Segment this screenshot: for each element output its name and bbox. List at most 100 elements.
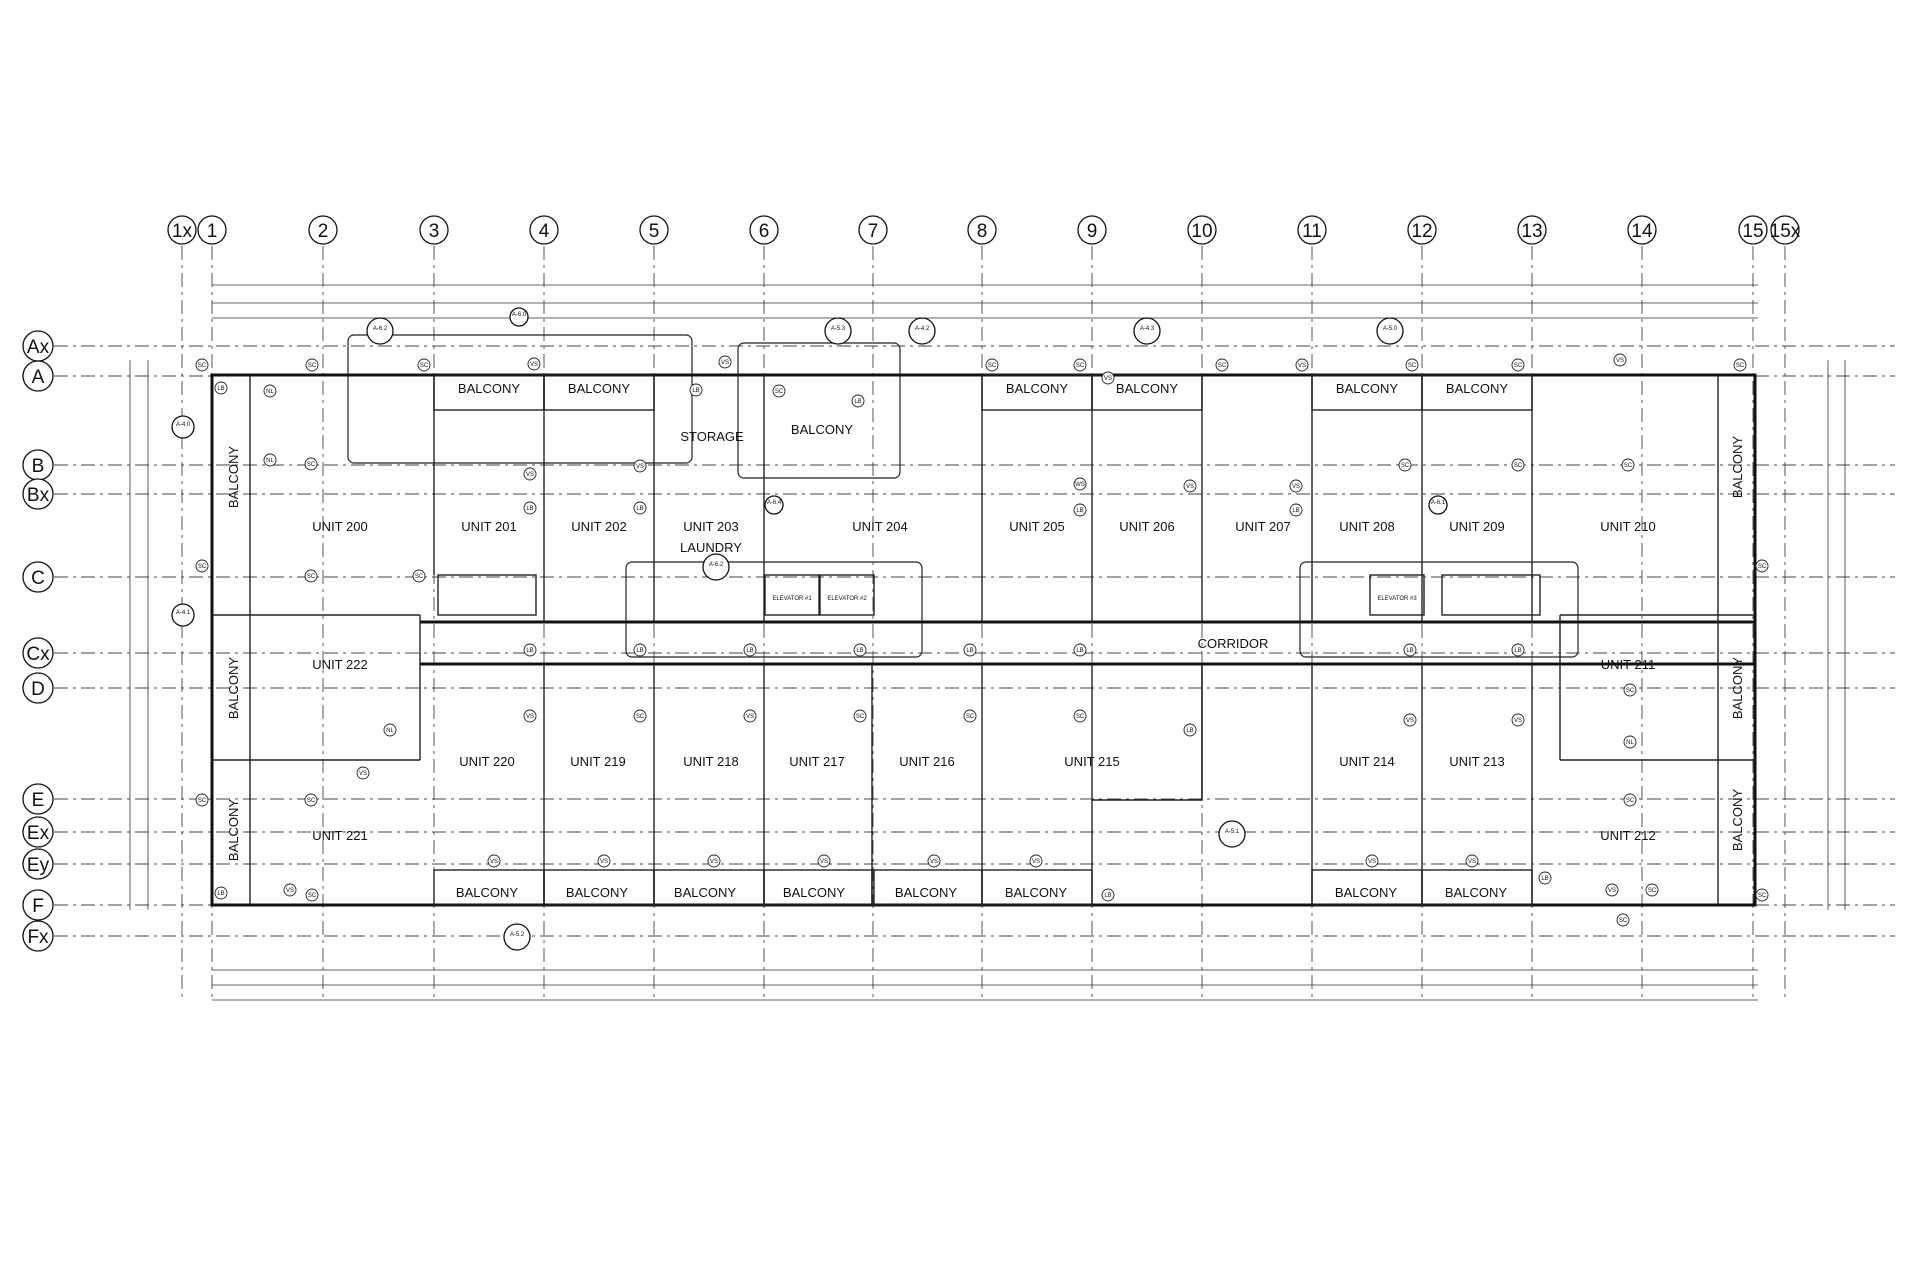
room-label: CORRIDOR <box>1198 636 1269 651</box>
grid-bubble-14: 14 <box>1627 215 1657 245</box>
grid-label: 10 <box>1191 221 1212 242</box>
fixture-tag: LB <box>963 643 977 657</box>
fixture-tag-code: SC <box>1408 363 1417 369</box>
room-label: UNIT 206 <box>1119 519 1174 534</box>
section-marker-label: A-4.1 <box>176 610 191 616</box>
section-marker-label: A-6.1 <box>1431 500 1446 506</box>
room-label: UNIT 221 <box>312 828 367 843</box>
grid-bubble-Ey: Ey <box>22 848 54 880</box>
grid-bubble-E: E <box>22 783 54 815</box>
fixture-tag-code: LB <box>692 388 699 394</box>
grid-label: Cx <box>26 644 50 665</box>
grid-label: 7 <box>868 221 879 242</box>
fixture-tag-code: SC <box>636 714 645 720</box>
fixture-tag: LB <box>1511 643 1525 657</box>
fixture-tag-code: VS <box>820 859 828 865</box>
section-marker: A-6.0 <box>509 307 529 327</box>
fixture-tag: VS <box>1465 854 1479 868</box>
room-label: BALCONY <box>458 381 520 396</box>
room-label: UNIT 212 <box>1600 828 1655 843</box>
fixture-tag: SC <box>1623 683 1637 697</box>
grid-bubble-Ex: Ex <box>22 816 54 848</box>
room-label: UNIT 216 <box>899 754 954 769</box>
fixture-tag-code: SC <box>198 363 207 369</box>
fixture-tag: LB <box>1183 723 1197 737</box>
fixture-tag: LB <box>633 501 647 515</box>
fixture-tag-code: SC <box>307 462 316 468</box>
wall-outlines <box>210 334 1757 907</box>
section-marker: A-6.4 <box>764 495 784 515</box>
room-label: UNIT 205 <box>1009 519 1064 534</box>
grid-label: Ey <box>27 855 50 876</box>
fixture-tag: VS <box>707 854 721 868</box>
room-label: BALCONY <box>1730 436 1745 498</box>
room-label: BALCONY <box>1730 657 1745 719</box>
section-marker: A-6.2 <box>702 553 730 581</box>
fixture-tag-code: VS <box>359 771 367 777</box>
room-label: BALCONY <box>783 885 845 900</box>
fixture-tag: VS <box>1605 883 1619 897</box>
fixture-tag: LB <box>1073 503 1087 517</box>
fixture-tag-code: VS <box>1298 363 1306 369</box>
room-label: BALCONY <box>1005 885 1067 900</box>
room-label: BALCONY <box>226 657 241 719</box>
grid-bubble-8: 8 <box>967 215 997 245</box>
grid-bubble-Cx: Cx <box>22 637 54 669</box>
room-label: BALCONY <box>791 422 853 437</box>
room-label: BALCONY <box>1445 885 1507 900</box>
elevator-label: ELEVATOR #2 <box>827 596 867 602</box>
fixture-tag: SC <box>417 358 431 372</box>
fixture-tag: SC <box>1616 913 1630 927</box>
section-marker-label: A-4.3 <box>1140 326 1155 332</box>
room-label: UNIT 213 <box>1449 754 1504 769</box>
fixture-tag: SC <box>195 559 209 573</box>
room-label: UNIT 214 <box>1339 754 1394 769</box>
section-marker-label: A-4.2 <box>915 326 930 332</box>
grid-bubble-Ax: Ax <box>22 330 54 362</box>
fixture-tag-code: SC <box>775 389 784 395</box>
fixture-tag: VS <box>356 766 370 780</box>
room-label: UNIT 220 <box>459 754 514 769</box>
room-label: BALCONY <box>566 885 628 900</box>
fixture-tag: SC <box>304 457 318 471</box>
fixture-tag: SC <box>985 358 999 372</box>
section-marker-label: A-6.4 <box>767 500 782 506</box>
fixture-tag: LB <box>1289 503 1303 517</box>
grid-bubble-A: A <box>22 360 54 392</box>
room-label: BALCONY <box>1116 381 1178 396</box>
grid-bubble-1: 1 <box>197 215 227 245</box>
fixture-tag: VS <box>283 883 297 897</box>
section-marker-label: A-5.1 <box>1225 829 1240 835</box>
fixture-tag-code: SC <box>307 798 316 804</box>
fixture-tag-code: LB <box>1514 648 1521 654</box>
fixture-tag: SC <box>963 709 977 723</box>
elevator-labels: ELEVATOR #1 ELEVATOR #2 ELEVATOR #3 <box>772 596 1417 602</box>
fixture-tag-code: NL <box>1626 740 1634 746</box>
fixture-tag: SC <box>304 569 318 583</box>
fixture-tag-code: VS <box>1616 358 1624 364</box>
room-label: UNIT 219 <box>570 754 625 769</box>
fixture-tag-code: SC <box>1218 363 1227 369</box>
fixture-tag: VS <box>487 854 501 868</box>
room-label: UNIT 210 <box>1600 519 1655 534</box>
fixture-tag-code: SC <box>198 798 207 804</box>
fixture-tag-code: LB <box>217 386 224 392</box>
fixture-tag-code: VS <box>636 464 644 470</box>
grid-label: E <box>32 790 45 811</box>
room-label: BALCONY <box>674 885 736 900</box>
grid-label: Ex <box>27 823 50 844</box>
grid-label: 14 <box>1631 221 1653 242</box>
section-marker-label: A-5.0 <box>1383 326 1398 332</box>
section-marker-label: A-4.0 <box>176 422 191 428</box>
grid-label: Ax <box>27 337 50 358</box>
fixture-tag: VS <box>1403 713 1417 727</box>
fixture-tag: SC <box>304 793 318 807</box>
fixture-tag: LB <box>633 643 647 657</box>
grid-bubble-Bx: Bx <box>22 478 54 510</box>
fixture-tag: VS <box>597 854 611 868</box>
grid-bubble-4: 4 <box>529 215 559 245</box>
grid-label: F <box>32 896 44 917</box>
room-label: UNIT 207 <box>1235 519 1290 534</box>
room-label: UNIT 208 <box>1339 519 1394 534</box>
